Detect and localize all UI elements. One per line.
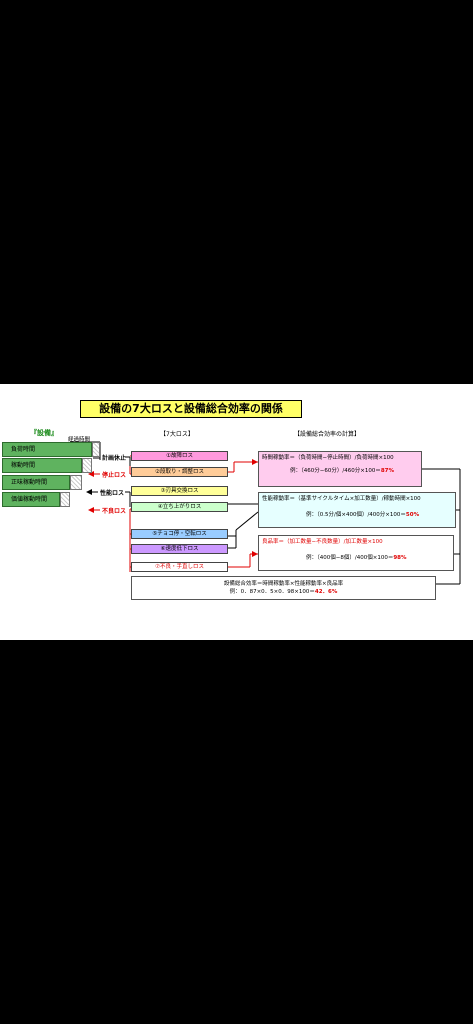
oee-formula: 設備総合効率＝時間稼動率×性能稼動率×良品率 (223, 581, 344, 587)
availability-example: 例：（460分−60分）/460分×100＝ (290, 468, 381, 474)
availability-calc-box: 時間稼動率＝（負荷時間−停止時間）/負荷時間×100 例：（460分−60分）/… (258, 451, 422, 487)
loss-startup: ④立ち上がりロス (131, 502, 228, 512)
oee-calc-box: 設備総合効率＝時間稼動率×性能稼動率×良品率 例：0．87×0．5×0．98×1… (131, 576, 436, 600)
stop-loss-hatch (82, 458, 92, 473)
oee-example-line: 例：0．87×0．5×0．98×100＝42．6% (135, 588, 432, 596)
load-time-label: 負荷時間 (11, 446, 36, 453)
value-operating-time-label: 価値稼動時間 (11, 496, 48, 503)
quality-result: 98% (393, 555, 407, 561)
operating-time-bar: 稼動時間 (2, 458, 82, 473)
stop-loss-label: 停止ロス (102, 472, 127, 479)
elapsed-time-label: 経過時間 (68, 437, 91, 443)
performance-result: 50% (405, 512, 420, 518)
loss-speed-reduction: ⑥速度低下ロス (131, 544, 228, 554)
operating-time-label: 稼動時間 (11, 462, 36, 469)
loss-defect-rework: ⑦不良・手直しロス (131, 562, 228, 572)
quality-example-line: 例：（400個−8個）/400個×100＝98% (262, 554, 450, 562)
quality-calc-box: 良品率＝（加工数量−不良数量）/加工数量×100 例：（400個−8個）/400… (258, 535, 454, 571)
oee-example: 例：0．87×0．5×0．98×100＝ (229, 589, 315, 595)
performance-example-line: 例：（0.5分/個×400個）/400分×100＝50% (262, 511, 452, 519)
diagram-panel: 設備の7大ロスと設備総合効率の関係 『設備』 【7大ロス】 【設備総合効率の計算… (0, 384, 473, 640)
planned-stop-hatch (92, 442, 100, 457)
defect-loss-hatch (60, 492, 70, 507)
defect-loss-label: 不良ロス (102, 508, 127, 515)
quality-example: 例：（400個−8個）/400個×100＝ (306, 555, 394, 561)
availability-example-line: 例：（460分−60分）/460分×100＝87% (262, 467, 418, 475)
loss-setup-adjustment: ②段取り・調整ロス (131, 467, 228, 477)
performance-formula: 性能稼動率＝（基準サイクルタイム×加工数量）/稼動時間×100 (262, 496, 421, 502)
performance-calc-box: 性能稼動率＝（基準サイクルタイム×加工数量）/稼動時間×100 例：（0.5分/… (258, 492, 456, 528)
value-operating-time-bar: 価値稼動時間 (2, 492, 60, 507)
loss-tool-change: ③刃具交換ロス (131, 486, 228, 496)
equipment-header: 『設備』 (30, 429, 58, 437)
quality-formula-line: 良品率＝（加工数量−不良数量）/加工数量×100 (262, 538, 450, 546)
seven-losses-header: 【7大ロス】 (160, 431, 194, 438)
page-title: 設備の7大ロスと設備総合効率の関係 (80, 400, 302, 418)
oee-calc-header: 【設備総合効率の計算】 (294, 431, 361, 438)
net-operating-time-label: 正味稼動時間 (11, 479, 48, 486)
performance-loss-hatch (70, 475, 82, 490)
planned-stop-label: 計画休止 (102, 455, 127, 462)
load-time-bar: 負荷時間 (2, 442, 92, 457)
quality-formula-b: 加工数量×100 (345, 539, 383, 545)
performance-loss-label: 性能ロス (100, 490, 125, 497)
loss-minor-stop-idling: ⑤チョコ停・空転ロス (131, 529, 228, 539)
loss-breakdown: ①故障ロス (131, 451, 228, 461)
availability-result: 87% (380, 468, 394, 474)
quality-formula-a: 良品率＝（加工数量−不良数量）/ (262, 539, 346, 545)
performance-example: 例：（0.5分/個×400個）/400分×100＝ (306, 512, 406, 518)
net-operating-time-bar: 正味稼動時間 (2, 475, 70, 490)
oee-result: 42．6% (314, 589, 338, 595)
availability-formula: 時間稼動率＝（負荷時間−停止時間）/負荷時間×100 (262, 455, 394, 461)
